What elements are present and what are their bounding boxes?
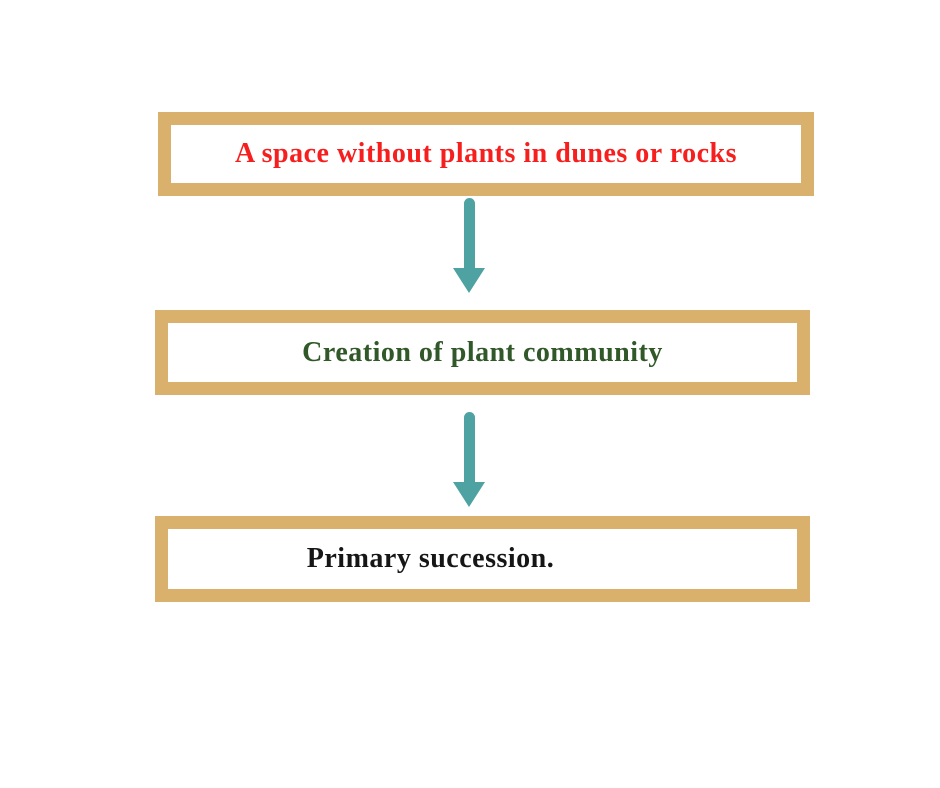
- flow-box-plant-community: Creation of plant community: [155, 310, 810, 395]
- arrow-shaft: [463, 198, 475, 268]
- flow-box-plant-community-label: Creation of plant community: [302, 336, 663, 368]
- arrow-down-icon: [453, 198, 485, 293]
- flow-box-bare-space: A space without plants in dunes or rocks: [158, 112, 814, 196]
- arrow-down-icon: [453, 412, 485, 507]
- flow-box-bare-space-label: A space without plants in dunes or rocks: [234, 138, 738, 169]
- flow-box-primary-succession: Primary succession.: [155, 516, 810, 602]
- arrow-shaft: [463, 412, 475, 482]
- arrow-head: [453, 268, 485, 293]
- arrow-head: [453, 482, 485, 507]
- flow-box-primary-succession-label: Primary succession.: [306, 543, 555, 574]
